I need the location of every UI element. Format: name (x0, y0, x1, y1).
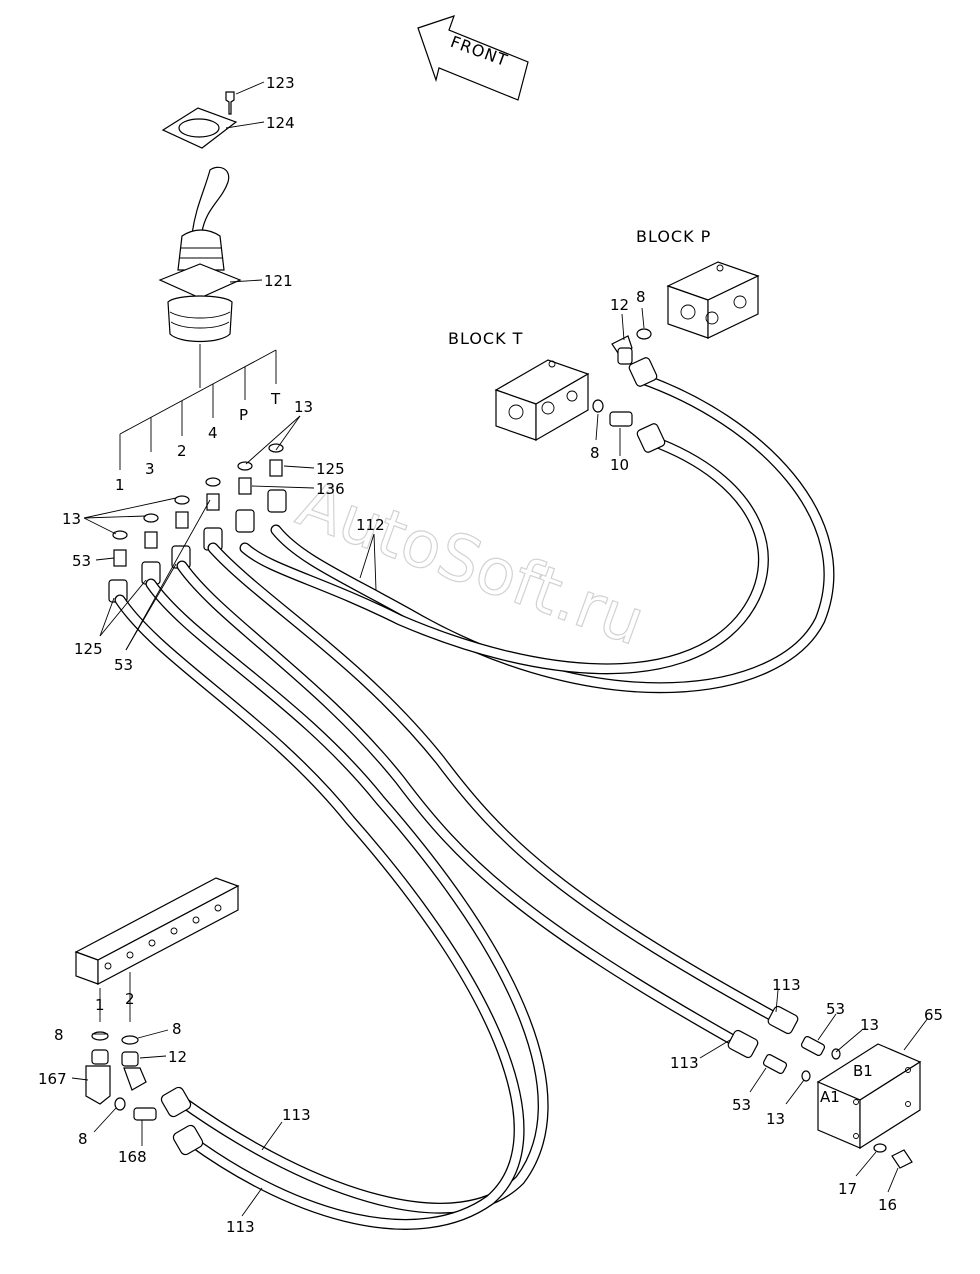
port-branch-lines (119, 349, 277, 470)
callout-113-lower-a: 113 (282, 1106, 311, 1124)
callout-53-valve-top: 53 (826, 1000, 845, 1018)
port-2-label: 2 (177, 442, 187, 460)
callout-124: 124 (266, 114, 295, 132)
joystick-port-fittings (108, 443, 287, 603)
callout-113-valve-top: 113 (772, 976, 801, 994)
port-B1-label: B1 (853, 1062, 873, 1080)
callout-112: 112 (356, 516, 385, 534)
hoses-113 (114, 542, 799, 1230)
port-P-label: P (239, 406, 248, 424)
callout-12-block: 12 (610, 296, 629, 314)
callout-13-left: 13 (62, 510, 81, 528)
callout-136: 136 (316, 480, 345, 498)
callout-123: 123 (266, 74, 295, 92)
callout-8-manifold-right: 8 (172, 1020, 182, 1038)
callout-53-left: 53 (72, 552, 91, 570)
manifold-block (74, 877, 240, 1121)
callout-65: 65 (924, 1006, 943, 1024)
port-3-label: 3 (145, 460, 155, 478)
callout-8-block-t: 8 (590, 444, 600, 462)
labels: BLOCK P BLOCK T 1 3 2 4 P T 123 124 121 … (38, 74, 943, 1236)
callout-121: 121 (264, 272, 293, 290)
callout-113-valve-left: 113 (670, 1054, 699, 1072)
callout-167: 167 (38, 1070, 67, 1088)
callout-8-manifold-left: 8 (54, 1026, 64, 1044)
block-t-label: BLOCK T (448, 329, 523, 348)
joystick-assembly (158, 91, 242, 388)
callout-8-manifold-bottom: 8 (78, 1130, 88, 1148)
callout-16: 16 (878, 1196, 897, 1214)
callout-113-lower-b: 113 (226, 1218, 255, 1236)
callout-10: 10 (610, 456, 629, 474)
valve-65: A1 B1 (762, 1035, 922, 1169)
callout-125-top: 125 (316, 460, 345, 478)
port-1-label: 1 (115, 476, 125, 494)
manifold-port-2-label: 2 (125, 990, 135, 1008)
port-4-label: 4 (208, 424, 218, 442)
callout-12-manifold: 12 (168, 1048, 187, 1066)
block-p-label: BLOCK P (636, 227, 711, 246)
callout-168: 168 (118, 1148, 147, 1166)
port-T-label: T (270, 390, 281, 408)
manifold-port-1-label: 1 (95, 996, 105, 1014)
callout-53-valve-bottom: 53 (732, 1096, 751, 1114)
callout-13-valve-bottom: 13 (766, 1110, 785, 1128)
callout-17: 17 (838, 1180, 857, 1198)
hoses-112 (239, 357, 835, 694)
leader-lines (71, 81, 929, 1217)
port-A1-label: A1 (820, 1088, 840, 1106)
callout-125-bottom: 125 (74, 640, 103, 658)
callout-13-top: 13 (294, 398, 313, 416)
callout-8-block-p: 8 (636, 288, 646, 306)
block-p (666, 261, 760, 339)
block-t (494, 359, 590, 442)
callout-13-valve-top: 13 (860, 1016, 879, 1034)
block-fittings (592, 328, 652, 427)
callout-53-bottom: 53 (114, 656, 133, 674)
front-arrow: FRONT (417, 15, 529, 101)
